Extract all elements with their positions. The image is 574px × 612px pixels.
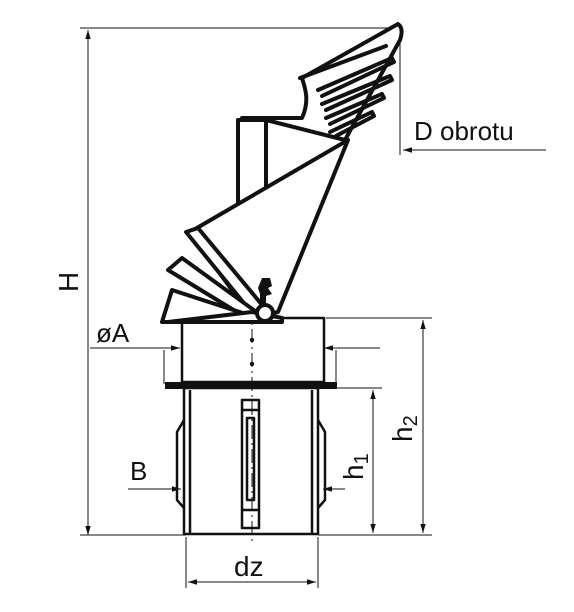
label-d-obrotu: D obrotu (414, 116, 514, 146)
clip-right (316, 419, 327, 509)
label-b: B (130, 456, 147, 486)
feather-5 (328, 110, 376, 138)
seam-outer (240, 398, 261, 530)
bearing-collar (163, 316, 337, 384)
label-h1-sub: 1 (351, 453, 373, 464)
label-dz: dz (234, 551, 264, 582)
feather-4 (324, 92, 386, 126)
label-h: H (53, 272, 84, 292)
label-h1-main: h (338, 464, 369, 480)
svg-text:h2: h2 (387, 415, 422, 442)
clip-left (175, 419, 186, 509)
feather-1 (298, 44, 388, 80)
label-h2: h2 (387, 415, 422, 442)
feather-2 (316, 56, 396, 98)
collar-body (180, 316, 326, 384)
dimension-lines (80, 27, 546, 588)
label-h2-main: h (387, 426, 418, 442)
lower-pipe (165, 382, 337, 536)
label-h2-sub: 2 (400, 415, 422, 426)
labels: D obrotu H øA B h1 h2 dz (53, 116, 514, 582)
svg-text:h1: h1 (338, 453, 373, 480)
wind-lever-icon (258, 278, 272, 304)
hood-base-plate (166, 310, 284, 324)
sealing-band (165, 382, 337, 389)
pivot-ring (255, 303, 275, 323)
rotating-hood (160, 22, 404, 324)
seam-inner (245, 416, 256, 502)
pivot-dot-upper (249, 337, 255, 343)
label-phi-a: øA (96, 318, 130, 348)
label-h1: h1 (338, 453, 373, 480)
pivot-dot-lower (249, 361, 255, 367)
feather-3 (320, 74, 394, 112)
